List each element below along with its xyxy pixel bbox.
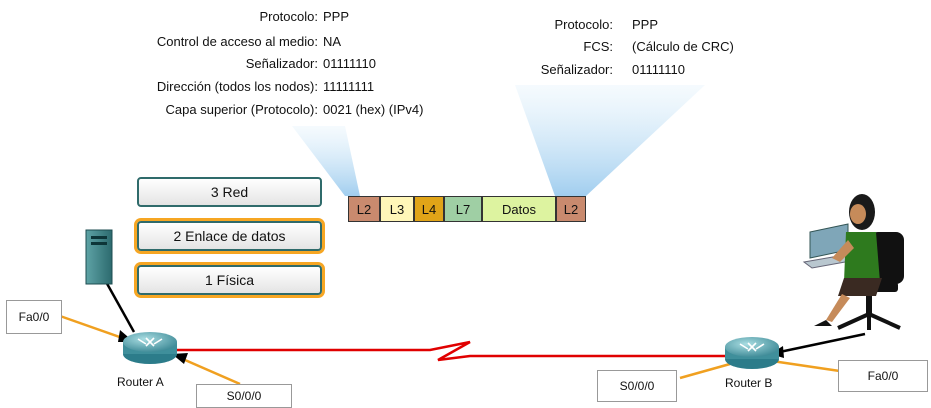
person-at-computer-icon: [802, 194, 904, 330]
right-value-fcs: (Cálculo de CRC): [632, 39, 734, 54]
frame-segment-l2-trailer: L2: [556, 196, 586, 222]
left-value-protocol: PPP: [323, 9, 350, 24]
serial-pointer-b: [679, 362, 731, 380]
serial-pointer-a: [184, 358, 241, 386]
right-label-protocol: Protocolo:: [554, 17, 613, 32]
server-icon: [85, 229, 113, 285]
frame-segment-l7: L7: [444, 196, 482, 222]
server-link: [103, 279, 136, 333]
left-label-mac: Control de acceso al medio:: [156, 34, 318, 49]
left-label-flag: Señalizador:: [245, 56, 318, 71]
router-a-label: Router A: [117, 375, 164, 389]
layer-data-link: 2 Enlace de datos: [137, 221, 322, 251]
port-label-a-fa: Fa0/0: [6, 300, 62, 334]
left-value-mac: NA: [323, 34, 342, 49]
port-label-b-serial: S0/0/0: [597, 370, 677, 402]
frame-segment-l2-header: L2: [348, 196, 380, 222]
right-value-flag: 01111110: [632, 62, 686, 77]
router-b-icon: [725, 337, 779, 369]
left-label-address: Dirección (todos los nodos):: [156, 79, 318, 94]
left-value-address: 11111111: [323, 79, 375, 94]
router-a-icon: [123, 332, 177, 364]
frame-segment-l4: L4: [414, 196, 444, 222]
left-value-upper-layer: 0021 (hex) (IPv4): [323, 102, 424, 117]
left-callout-cone: [292, 126, 360, 196]
right-label-flag: Señalizador:: [540, 62, 613, 77]
left-label-protocol: Protocolo:: [259, 9, 318, 24]
serial-link: [175, 340, 730, 362]
port-label-b-fa: Fa0/0: [838, 360, 928, 392]
left-value-flag: 01111110: [323, 56, 377, 71]
pc-link: [769, 332, 866, 356]
right-callout-cone: [515, 85, 705, 196]
frame-segment-data: Datos: [482, 196, 556, 222]
right-label-fcs: FCS:: [583, 39, 613, 54]
ethernet-link-a: [59, 314, 129, 342]
layer-network: 3 Red: [137, 177, 322, 207]
layer-physical: 1 Física: [137, 265, 322, 295]
router-b-label: Router B: [725, 376, 773, 390]
port-label-a-serial: S0/0/0: [196, 384, 292, 408]
left-label-upper-layer: Capa superior (Protocolo):: [165, 102, 318, 117]
right-value-protocol: PPP: [632, 17, 659, 32]
frame-segment-l3: L3: [380, 196, 414, 222]
